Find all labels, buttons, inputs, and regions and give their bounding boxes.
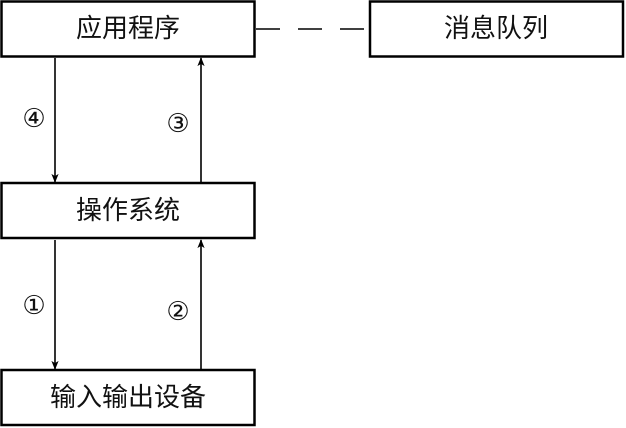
operating-system-label: 操作系统 <box>76 196 180 226</box>
message-queue-box: 消息队列 <box>368 0 625 58</box>
step-1-label: ① <box>22 291 45 321</box>
step-4-label: ④ <box>22 104 45 134</box>
application-box: 应用程序 <box>0 0 256 58</box>
io-devices-box: 输入输出设备 <box>0 368 256 427</box>
application-label: 应用程序 <box>76 14 180 44</box>
operating-system-box: 操作系统 <box>0 181 256 240</box>
message-queue-label: 消息队列 <box>444 14 548 44</box>
step-3-label: ③ <box>166 109 189 139</box>
step-2-label: ② <box>166 297 189 327</box>
io-devices-label: 输入输出设备 <box>50 383 206 413</box>
